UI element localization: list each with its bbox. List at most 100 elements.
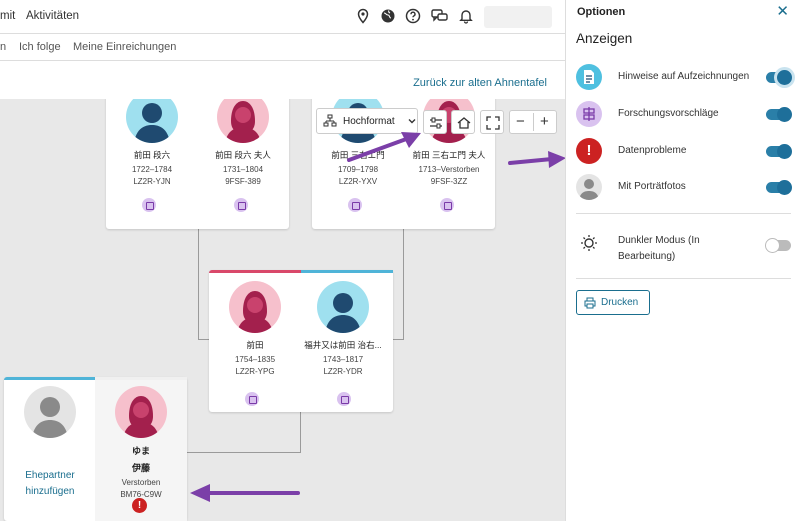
person-id: BM76-C9W <box>120 490 162 499</box>
research-suggestions-toggle[interactable] <box>766 107 792 122</box>
option-label: Datenprobleme <box>618 145 687 156</box>
data-problem-icon[interactable]: ! <box>132 498 147 513</box>
person-dates: 1709–1798 <box>337 165 379 174</box>
subnav-item-my-submissions[interactable]: Meine Einreichungen <box>73 41 177 53</box>
option-label: Dunkler Modus (In Bearbeitung) <box>618 233 700 265</box>
divider <box>576 213 791 214</box>
person-id: 9FSF-389 <box>225 177 261 186</box>
top-navigation: mit Aktivitäten <box>0 0 565 34</box>
research-suggestion-icon[interactable] <box>142 198 156 212</box>
record-hints-toggle[interactable] <box>766 70 792 85</box>
portrait-photos-icon <box>576 174 602 200</box>
tree-layout-icon <box>323 114 337 127</box>
layout-select-value: Hochformat <box>343 115 395 127</box>
annotation-arrow-icon <box>508 151 566 168</box>
zoom-out-button[interactable]: − <box>516 113 525 130</box>
print-label: Drucken <box>601 297 639 308</box>
options-button[interactable] <box>423 110 447 134</box>
person-name: 前田 段六 <box>133 150 171 160</box>
research-suggestion-icon[interactable] <box>348 198 362 212</box>
family-tree-canvas[interactable]: 前田 段六 1722–1784 LZ2R-YJN 前田 段六 夫人 1731–1… <box>0 99 565 521</box>
person-status: Verstorben <box>121 478 161 487</box>
back-to-old-tree-link[interactable]: Zurück zur alten Ahnentafel <box>413 77 547 89</box>
research-suggestion-icon[interactable] <box>234 198 248 212</box>
option-data-problems[interactable]: ! Datenprobleme <box>576 138 792 166</box>
print-button[interactable]: Drucken <box>576 290 650 315</box>
card-accent-bar <box>95 377 187 380</box>
connector-line <box>198 339 210 340</box>
dark-mode-line1: Dunkler Modus (In <box>618 235 700 246</box>
person-given-name: ゆま <box>131 446 150 456</box>
fullscreen-button[interactable] <box>480 110 504 134</box>
panel-title: Optionen <box>577 6 626 18</box>
nav-item-activities[interactable]: Aktivitäten <box>26 10 80 22</box>
person-id: LZ2R-YXV <box>338 177 378 186</box>
avatar <box>126 99 178 143</box>
option-record-hints[interactable]: Hinweise auf Aufzeichnungen <box>576 64 792 92</box>
couple-card-paternal[interactable]: 前田 段六 1722–1784 LZ2R-YJN 前田 段六 夫人 1731–1… <box>106 99 289 229</box>
add-spouse-line1: Ehepartner <box>25 470 75 481</box>
connector-line <box>403 229 404 339</box>
avatar <box>115 386 167 438</box>
sub-navigation: n Ich folge Meine Einreichungen <box>0 34 565 61</box>
person-p2[interactable]: 前田 段六 夫人 1731–1804 9FSF-389 <box>197 99 289 186</box>
zoom-in-button[interactable]: + <box>540 113 549 130</box>
notifications-icon[interactable] <box>458 8 474 24</box>
messages-icon[interactable] <box>431 8 448 24</box>
person-id: 9FSF-3ZZ <box>430 177 468 186</box>
person-dates: 1743–1817 <box>322 355 364 364</box>
person-id: LZ2R-YDR <box>323 367 363 376</box>
portrait-photos-toggle[interactable] <box>766 180 792 195</box>
option-research-suggestions[interactable]: Forschungsvorschläge <box>576 101 792 129</box>
male-accent-bar <box>301 270 393 273</box>
person-name: 前田 <box>246 340 264 350</box>
add-spouse-slot[interactable]: Ehepartner hinzufügen <box>4 386 96 500</box>
layout-select[interactable]: Hochformat <box>316 108 418 134</box>
person-dates: 1722–1784 <box>131 165 173 174</box>
add-spouse-link[interactable]: Ehepartner hinzufügen <box>4 468 96 500</box>
data-problems-toggle[interactable] <box>766 144 792 159</box>
close-icon[interactable]: ✕ <box>776 3 789 20</box>
couple-card-focus[interactable]: Ehepartner hinzufügen ゆま 伊藤 Verstorben B… <box>4 377 187 521</box>
research-suggestion-icon[interactable] <box>245 392 259 406</box>
person-p7[interactable]: ゆま 伊藤 Verstorben BM76-C9W <box>95 386 187 499</box>
record-hints-icon <box>576 64 602 90</box>
brightness-icon <box>576 230 602 256</box>
person-dates: 1713–Verstorben <box>418 165 480 174</box>
avatar <box>229 281 281 333</box>
connector-line <box>186 452 301 453</box>
person-surname: 伊藤 <box>131 463 150 473</box>
home-button[interactable] <box>451 110 475 134</box>
research-suggestion-icon[interactable] <box>337 392 351 406</box>
person-dates: 1754–1835 <box>234 355 276 364</box>
option-label: Hinweise auf Aufzeichnungen <box>618 71 750 82</box>
avatar-placeholder <box>24 386 76 438</box>
help-icon[interactable] <box>405 8 421 24</box>
connector-line <box>198 229 199 339</box>
sliders-icon <box>430 117 442 129</box>
avatar <box>217 99 269 143</box>
globe-icon[interactable] <box>380 8 396 24</box>
fullscreen-icon <box>486 116 500 130</box>
option-label: Mit Porträtfotos <box>618 181 686 192</box>
account-menu[interactable] <box>484 6 552 28</box>
person-name: 前田 三右エ門 夫人 <box>412 150 486 160</box>
printer-icon <box>584 297 596 309</box>
location-icon[interactable] <box>355 8 371 24</box>
subnav-item-following[interactable]: Ich folge <box>19 41 61 53</box>
research-suggestion-icon[interactable] <box>440 198 454 212</box>
person-p5[interactable]: 前田 1754–1835 LZ2R-YPG <box>209 281 301 376</box>
annotation-arrow-icon <box>347 132 421 162</box>
data-problems-icon: ! <box>576 138 602 164</box>
person-p1[interactable]: 前田 段六 1722–1784 LZ2R-YJN <box>106 99 198 186</box>
dark-mode-toggle[interactable] <box>765 238 791 253</box>
person-p6[interactable]: 福井又は前田 治右... 1743–1817 LZ2R-YDR <box>297 281 389 376</box>
dark-mode-line2: Bearbeitung) <box>618 251 676 262</box>
nav-item-partial[interactable]: mit <box>0 10 16 22</box>
subnav-item-partial[interactable]: n <box>0 41 7 53</box>
person-id: LZ2R-YJN <box>133 177 171 186</box>
couple-card-parents[interactable]: 前田 1754–1835 LZ2R-YPG 福井又は前田 治右... 1743–… <box>209 270 393 412</box>
option-portrait-photos[interactable]: Mit Porträtfotos <box>576 174 792 202</box>
option-dark-mode[interactable]: Dunkler Modus (In Bearbeitung) <box>576 230 791 266</box>
person-name: 前田 段六 夫人 <box>215 150 271 160</box>
